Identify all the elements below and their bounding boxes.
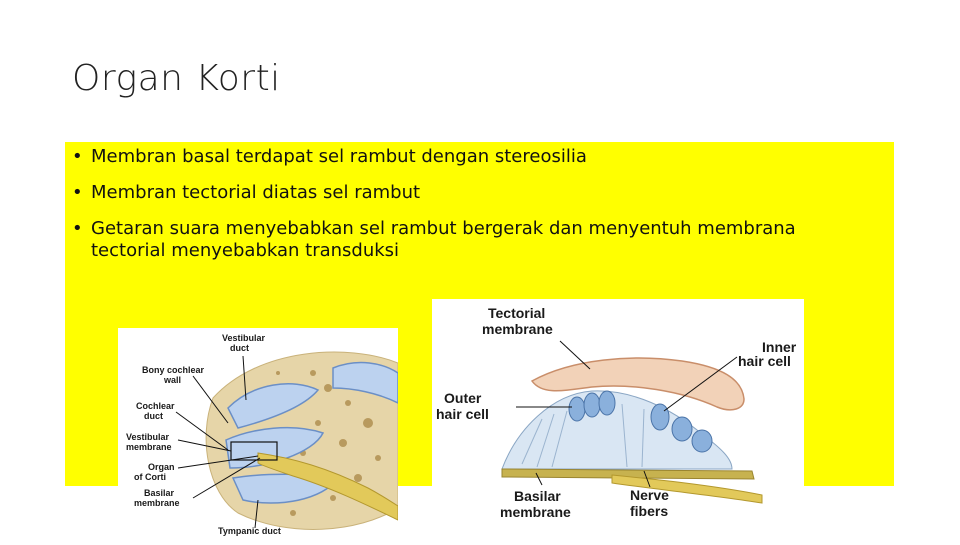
vestibular-duct-shape: [227, 383, 320, 429]
label-cochlear-duct: Cochlear duct: [136, 401, 177, 421]
hair-cells: [568, 390, 713, 453]
label-tympanic-duct: Tympanic duct: [218, 526, 281, 536]
bullet-list: Membran basal terdapat sel rambut dengan…: [72, 146, 872, 276]
label-vestibular-duct: Vestibular duct: [222, 333, 268, 353]
slide-title: Organ Korti: [72, 58, 281, 99]
nerve-fibers-shape: [611, 474, 763, 504]
bullet-item: Getaran suara menyebabkan sel rambut ber…: [72, 218, 872, 262]
label-tectorial-membrane: Tectorial membrane: [482, 305, 553, 337]
supporting-cells-shape: [501, 390, 733, 470]
bullet-item: Membran basal terdapat sel rambut dengan…: [72, 146, 872, 168]
label-vestibular-membrane: Vestibular membrane: [126, 432, 172, 452]
cochlear-duct-shape: [225, 426, 325, 469]
cell-walls: [521, 403, 645, 468]
organ-of-corti-detail-figure: Tectorial membrane Inner hair cell Outer…: [432, 299, 804, 525]
label-outer-hair-cell: Outer hair cell: [436, 390, 489, 422]
basilar-membrane-shape: [501, 468, 755, 480]
label-nerve-fibers: Nerve fibers: [630, 487, 673, 519]
cochlea-diagram: Vestibular duct Bony cochlear wall Cochl…: [126, 333, 399, 536]
organ-of-corti-diagram: Tectorial membrane Inner hair cell Outer…: [436, 305, 800, 520]
label-basilar-membrane: Basilar membrane: [134, 488, 180, 508]
label-organ-of-corti: Organ of Corti: [134, 462, 177, 482]
label-basilar-membrane: Basilar membrane: [500, 488, 571, 520]
label-bony-cochlear-wall: Bony cochlear wall: [142, 365, 207, 385]
cochlea-cross-section-figure: Vestibular duct Bony cochlear wall Cochl…: [118, 328, 399, 540]
leader-lines: [175, 355, 261, 529]
tectorial-membrane-shape: [530, 357, 745, 411]
bullet-item: Membran tectorial diatas sel rambut: [72, 182, 872, 204]
leader-lines: [516, 340, 738, 488]
label-inner-hair-cell: Inner hair cell: [738, 339, 800, 369]
